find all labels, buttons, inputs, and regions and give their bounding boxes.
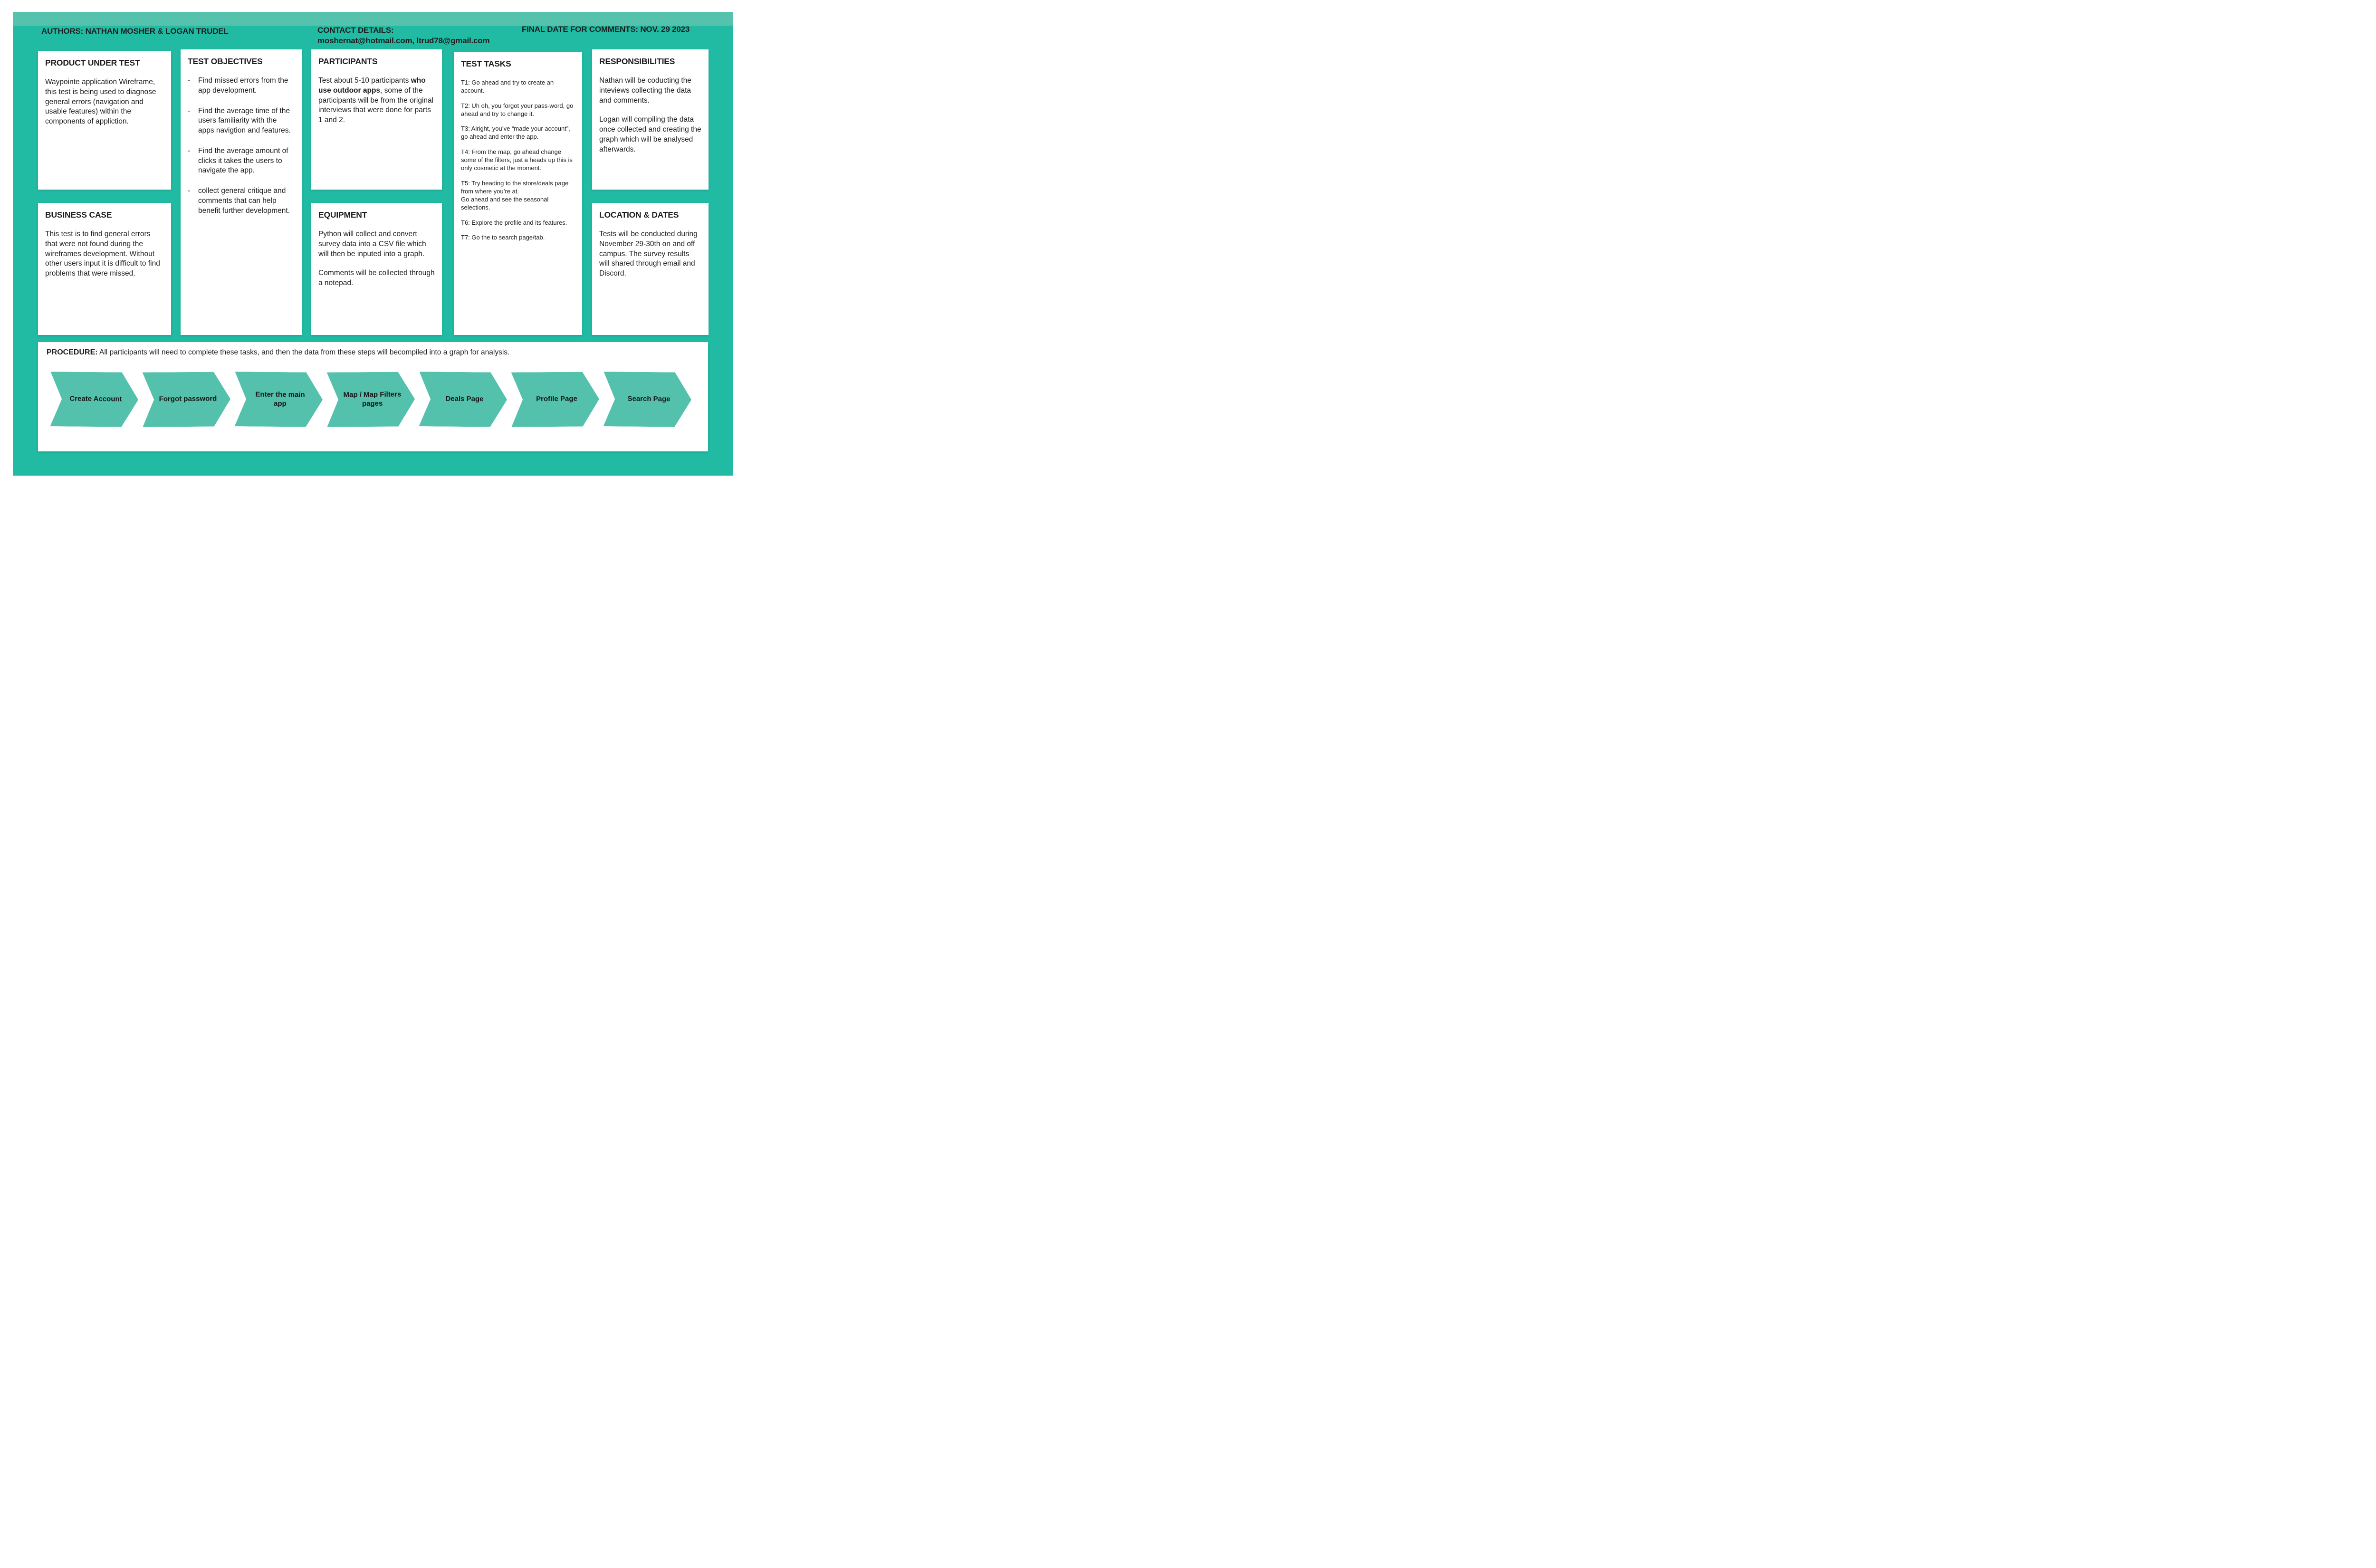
card-product-under-test: PRODUCT UNDER TEST Waypointe application… <box>38 51 171 190</box>
card-location-dates: LOCATION & DATES Tests will be conducted… <box>592 203 709 335</box>
card-title: PARTICIPANTS <box>318 57 378 66</box>
objective-item: - Find the average time of the users fam… <box>188 106 295 136</box>
card-body-text: This test is to find general errors that… <box>45 230 160 278</box>
flow-step-label: Forgot password <box>159 394 217 403</box>
card-title: LOCATION & DATES <box>599 210 679 220</box>
card-test-tasks: TEST TASKS T1: Go ahead and try to creat… <box>454 52 582 335</box>
flow-step-label: Deals Page <box>445 394 484 403</box>
flow-step-label: Profile Page <box>536 394 577 403</box>
card-body-text: Python will collect and convert survey d… <box>318 230 426 258</box>
card-title: PRODUCT UNDER TEST <box>45 58 140 67</box>
objective-text: Find the average time of the users famil… <box>198 106 291 135</box>
card-body-text: Test about 5-10 participants who use out… <box>318 76 434 124</box>
task-item: T5: Try heading to the store/deals page … <box>461 179 569 211</box>
authors-line: AUTHORS: NATHAN MOSHER & LOGAN TRUDEL <box>41 27 229 36</box>
flow-step-chevron: Forgot password <box>143 372 231 427</box>
card-title: BUSINESS CASE <box>45 210 112 220</box>
procedure-flow: Create Account Forgot password Enter the… <box>50 372 696 427</box>
dash-bullet: - <box>188 187 191 195</box>
flow-step-label: Create Account <box>69 394 122 403</box>
card-title: RESPONSIBILITIES <box>599 57 675 66</box>
card-title: EQUIPMENT <box>318 210 367 220</box>
procedure-description: All participants will need to complete t… <box>97 348 510 356</box>
top-accent-band <box>13 12 733 26</box>
contact-details: CONTACT DETAILS: moshernat@hotmail.com, … <box>317 25 490 46</box>
flow-step-chevron: Enter the main app <box>235 372 323 427</box>
card-body-text: Waypointe application Wireframe, this te… <box>45 78 156 126</box>
card-title: TEST OBJECTIVES <box>188 57 263 66</box>
contact-emails: moshernat@hotmail.com, ltrud78@gmail.com <box>317 36 490 46</box>
objective-text: collect general critique and comments th… <box>198 187 290 215</box>
card-body-text: Tests will be conducted during November … <box>599 230 698 278</box>
flow-step-label: Search Page <box>627 394 671 403</box>
objective-text: Find the average amount of clicks it tak… <box>198 146 288 175</box>
procedure-label: PROCEDURE: <box>47 348 98 356</box>
teal-canvas: AUTHORS: NATHAN MOSHER & LOGAN TRUDEL CO… <box>13 12 733 476</box>
card-title: TEST TASKS <box>461 59 511 68</box>
test-plan-poster: AUTHORS: NATHAN MOSHER & LOGAN TRUDEL CO… <box>0 0 746 482</box>
final-date-line: FINAL DATE FOR COMMENTS: NOV. 29 2023 <box>522 25 690 34</box>
procedure-line: PROCEDURE: All participants will need to… <box>47 348 699 357</box>
card-body-text: Logan will compiling the data once colle… <box>599 115 701 153</box>
flow-step-label: Enter the main app <box>255 390 305 408</box>
card-body-text: Nathan will be coducting the inteviews c… <box>599 76 691 105</box>
objective-text: Find missed errors from the app developm… <box>198 76 288 95</box>
card-equipment: EQUIPMENT Python will collect and conver… <box>311 203 442 335</box>
task-item: T6: Explore the profile and its features… <box>461 219 567 226</box>
task-item: T1: Go ahead and try to create an accoun… <box>461 79 554 95</box>
contact-label: CONTACT DETAILS: <box>317 26 394 35</box>
flow-step-chevron: Profile Page <box>511 372 600 427</box>
card-procedure: PROCEDURE: All participants will need to… <box>38 342 708 451</box>
bold-phrase: who use outdoor apps <box>318 76 426 95</box>
objectives-list: - Find missed errors from the app develo… <box>188 76 295 216</box>
flow-step-label: Map / Map Filters pages <box>343 390 402 408</box>
task-item: T2: Uh oh, you forgot your pass-word, go… <box>461 102 574 117</box>
task-item: T4: From the map, go ahead change some o… <box>461 148 573 172</box>
card-responsibilities: RESPONSIBILITIES Nathan will be coductin… <box>592 49 709 190</box>
task-item: T3: Alright, you’ve “made your account”,… <box>461 125 570 141</box>
objective-item: - Find the average amount of clicks it t… <box>188 146 295 176</box>
flow-step-chevron: Search Page <box>604 372 692 427</box>
flow-step-chevron: Map / Map Filters pages <box>327 372 415 427</box>
card-test-objectives: TEST OBJECTIVES - Find missed errors fro… <box>181 49 302 335</box>
card-body-text: Comments will be collected through a not… <box>318 269 435 287</box>
dash-bullet: - <box>188 146 191 155</box>
task-item: T7: Go the to search page/tab. <box>461 233 545 241</box>
card-participants: PARTICIPANTS Test about 5-10 participant… <box>311 49 442 190</box>
objective-item: - Find missed errors from the app develo… <box>188 76 295 96</box>
flow-step-chevron: Deals Page <box>419 372 508 427</box>
flow-step-chevron: Create Account <box>50 372 139 427</box>
objective-item: - collect general critique and comments … <box>188 186 295 216</box>
dash-bullet: - <box>188 106 191 115</box>
card-business-case: BUSINESS CASE This test is to find gener… <box>38 203 171 335</box>
dash-bullet: - <box>188 76 191 85</box>
